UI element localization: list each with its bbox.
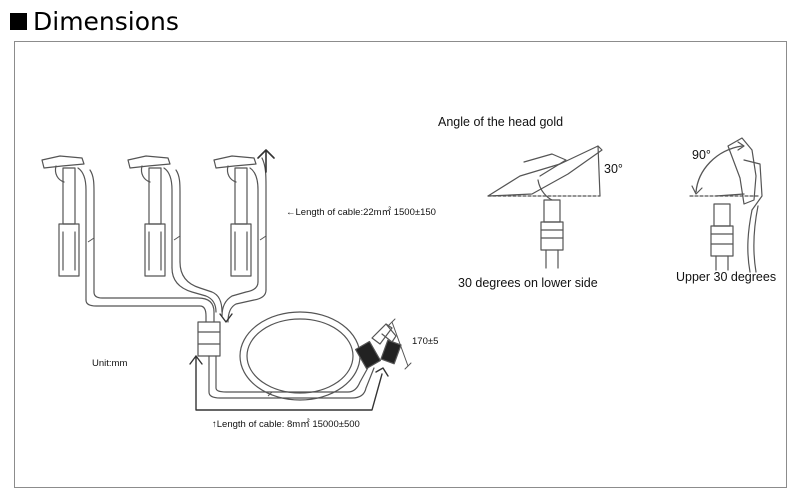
cable-coil <box>239 311 361 401</box>
lower-side-caption: 30 degrees on lower side <box>458 276 598 290</box>
angle-30-label: 30° <box>604 162 623 176</box>
junction-block <box>197 321 221 357</box>
cable-8-length-label: ↑Length of cable: 8m㎡ 15000±500 <box>212 419 360 430</box>
angle-90-label: 90° <box>692 148 711 162</box>
hot-stick-clamp-1 <box>41 155 95 301</box>
head-angle-title: Angle of the head gold <box>438 115 564 129</box>
head-angle-upper-diagram <box>689 137 763 273</box>
black-square-icon <box>10 12 27 30</box>
page-title: Dimensions <box>33 6 179 36</box>
cable-22-length-label: ←Length of cable:22m㎡ 1500±150 <box>286 207 436 218</box>
upper-side-caption: Upper 30 degrees <box>676 270 777 284</box>
clamp-size-label: 170±5 <box>412 336 439 347</box>
diagram-frame <box>14 41 787 488</box>
head-angle-lower-diagram <box>487 145 603 269</box>
hot-stick-clamp-2 <box>127 155 181 277</box>
unit-label: Unit:mm <box>92 358 128 369</box>
ground-clip <box>354 323 402 370</box>
hot-stick-clamp-3 <box>213 155 267 291</box>
section-heading: Dimensions <box>10 4 179 38</box>
